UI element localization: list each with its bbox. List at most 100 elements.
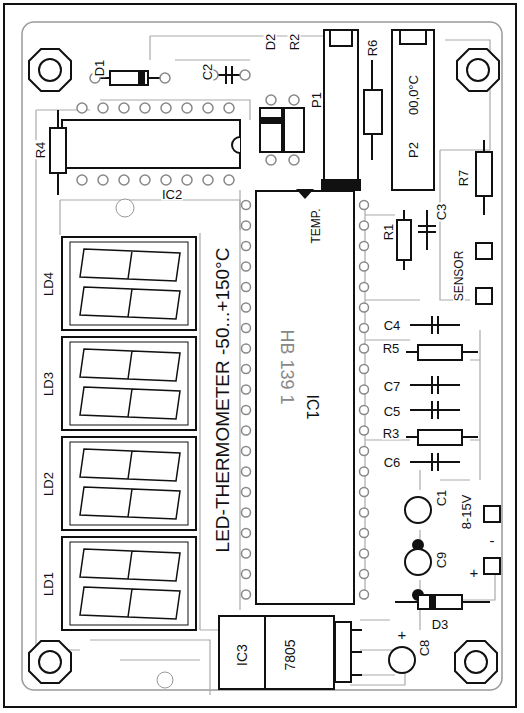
ic-pad	[140, 103, 150, 113]
ic-pad	[242, 508, 251, 517]
ic-pad	[77, 175, 87, 185]
sensor-pads	[476, 243, 492, 304]
ic-pad	[242, 324, 251, 333]
seven-segment-display	[62, 537, 196, 630]
pin1-mark	[297, 190, 313, 200]
ic-pad	[242, 201, 251, 210]
part-label: LD3	[42, 371, 55, 397]
ic-pad	[242, 467, 251, 476]
part-label: C6	[383, 456, 402, 469]
ic-pad	[360, 467, 369, 476]
part-label: D1	[93, 59, 106, 78]
ic-pad	[242, 570, 251, 579]
ic-pad	[242, 242, 251, 251]
ic-pad	[98, 103, 108, 113]
seven-segment-display	[62, 437, 196, 530]
resistor-r7	[476, 140, 492, 215]
part-label: D2	[264, 33, 277, 52]
ic-pad	[242, 529, 251, 538]
ic-pad	[161, 175, 171, 185]
ic-pad	[242, 590, 251, 599]
part-label: LD2	[42, 471, 55, 497]
ic-pad	[242, 406, 251, 415]
ic-pad	[360, 201, 369, 210]
ic-pad	[360, 570, 369, 579]
ic-pad	[98, 175, 108, 185]
ic-pad	[360, 508, 369, 517]
part-text: 7805	[283, 639, 297, 670]
board-edge	[22, 22, 502, 690]
ic-pad	[360, 488, 369, 497]
ic-pad	[242, 488, 251, 497]
part-label: -	[489, 533, 496, 548]
trimmer-p2	[392, 30, 434, 190]
part-label: 00,0°C	[407, 74, 420, 116]
ic-pad	[242, 344, 251, 353]
seven-segment-display	[62, 337, 196, 430]
part-label: C7	[383, 380, 402, 393]
ic-pad	[360, 590, 369, 599]
ic-pad	[203, 103, 213, 113]
part-label: R4	[34, 141, 47, 160]
capacitor-c2	[208, 66, 250, 84]
part-label: C4	[383, 319, 402, 332]
electrolytic-caps	[389, 497, 431, 673]
part-label: +	[469, 565, 480, 580]
ic-pad	[360, 303, 369, 312]
ic-pad	[360, 406, 369, 415]
regulator-package: IC37805	[218, 615, 335, 690]
resistor-r2	[284, 95, 304, 165]
passive-row	[406, 316, 478, 471]
resistor-r1	[397, 210, 411, 270]
ic1-notch	[296, 189, 314, 199]
frame	[4, 4, 516, 707]
ic-pad	[140, 175, 150, 185]
ic-package: HB 139 1IC1	[255, 190, 355, 605]
ic-pad	[360, 324, 369, 333]
part-text: IC1	[304, 395, 320, 420]
ic-pad	[203, 175, 213, 185]
ic-pad	[161, 103, 171, 113]
ic-pad	[360, 344, 369, 353]
diode-d2	[260, 95, 282, 165]
part-label: +	[397, 627, 408, 642]
copper-traces	[36, 30, 495, 695]
part-label: TEMP.	[310, 207, 322, 244]
part-label: C1	[435, 489, 448, 508]
ic-pad	[242, 365, 251, 374]
trimmer-p1	[322, 30, 360, 190]
ic-pad	[360, 385, 369, 394]
part-label: C3	[435, 203, 448, 222]
part-label: IC2	[161, 188, 183, 201]
ic-pad	[360, 447, 369, 456]
part-label: LD4	[42, 271, 55, 297]
part-label: D3	[431, 618, 450, 631]
ic-pad	[242, 549, 251, 558]
supply-pads	[484, 506, 500, 574]
part-label: C2	[201, 63, 214, 82]
part-label: 8-15V	[460, 494, 473, 531]
ic-pad	[242, 385, 251, 394]
part-label: C9	[435, 551, 448, 570]
ic-pad	[360, 221, 369, 230]
part-label: LD1	[42, 571, 55, 597]
ic-pad	[119, 103, 129, 113]
ic2-chip	[62, 120, 240, 168]
board-title: LED-THERMOMETER -50...+150°C	[213, 247, 232, 554]
diode-d3	[395, 595, 490, 609]
regulator-pins	[335, 622, 362, 682]
ic-pad	[242, 283, 251, 292]
part-label: SENSOR	[453, 250, 465, 303]
part-label: R2	[288, 33, 301, 52]
ic-pad	[242, 262, 251, 271]
part-label: R5	[382, 342, 401, 355]
part-label: R6	[366, 39, 379, 58]
ic-pad	[182, 103, 192, 113]
part-label: P1	[310, 91, 323, 109]
ic-pad	[182, 175, 192, 185]
part-label: C8	[418, 639, 431, 658]
seven-segment-display	[62, 237, 196, 330]
part-label: R1	[382, 223, 395, 242]
ic-pad	[119, 175, 129, 185]
ic-pad	[242, 221, 251, 230]
